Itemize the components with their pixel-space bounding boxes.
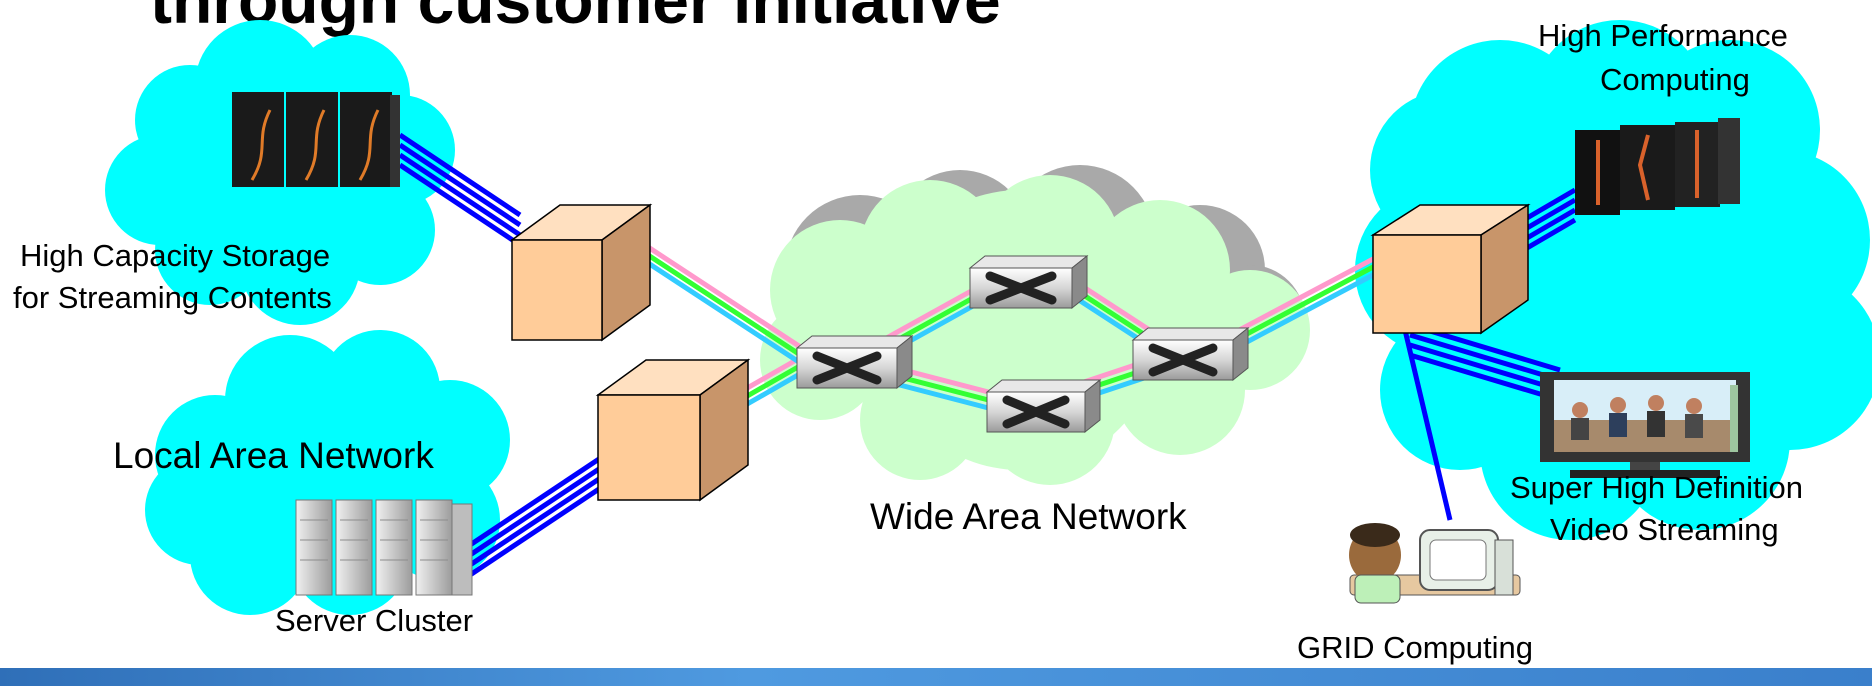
server-cluster-icon — [295, 499, 473, 596]
hpc-edge-node — [1370, 203, 1531, 335]
video-label-line2: Video Streaming — [1550, 512, 1779, 547]
lan-access-links — [468, 452, 607, 578]
switch-right — [1131, 326, 1250, 382]
grid-label: GRID Computing — [1297, 630, 1534, 665]
grid-access-link — [1402, 329, 1453, 521]
video-access-links — [1409, 322, 1561, 403]
footer-bar — [0, 668, 1872, 686]
storage-rack-icon — [232, 92, 400, 187]
storage-label-line2: for Streaming Contents — [13, 280, 332, 315]
switch-bottom — [985, 378, 1102, 434]
lan-label: Local Area Network — [113, 435, 434, 476]
grid-computer-user-icon — [1349, 523, 1521, 604]
hpc-label-line2: Computing — [1600, 62, 1750, 97]
switch-left — [795, 334, 914, 390]
server-cluster-label: Server Cluster — [275, 603, 474, 638]
video-label-line1: Super High Definition — [1510, 470, 1803, 505]
wan-label: Wide Area Network — [870, 496, 1187, 537]
lan-edge-node — [595, 358, 751, 502]
hpc-label-line1: High Performance — [1538, 18, 1788, 53]
supercomputer-icon — [1575, 118, 1740, 215]
storage-label-line1: High Capacity Storage — [20, 238, 331, 273]
switch-top — [968, 254, 1089, 310]
storage-edge-node — [509, 203, 653, 342]
storage-access-links — [398, 132, 522, 248]
video-monitor-icon — [1540, 372, 1750, 478]
